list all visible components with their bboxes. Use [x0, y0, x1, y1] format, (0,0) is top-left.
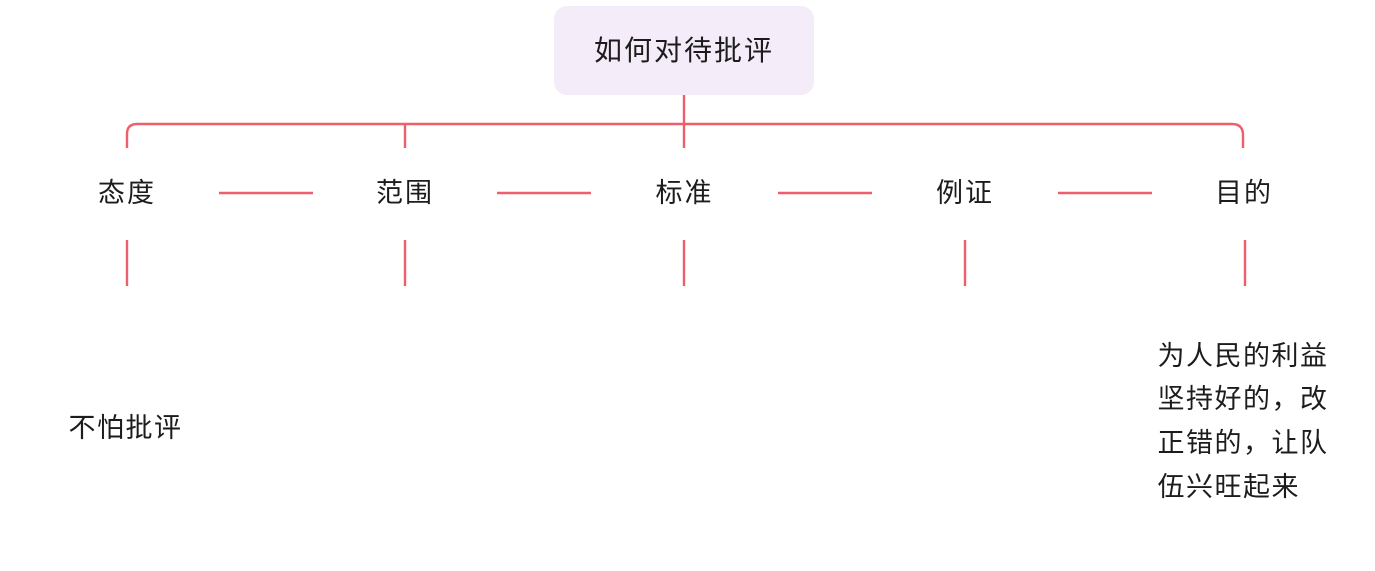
leaf-scope[interactable] [285, 286, 527, 558]
connector-bus [125, 122, 1245, 149]
node-purpose-label: 目的 [1215, 178, 1273, 210]
leaf-purpose-label: 为人民的利益 坚持好的，改 正错的，让队 伍兴旺起来 [1157, 340, 1329, 503]
leaf-attitude[interactable]: 不怕批评 [3, 286, 248, 558]
node-standard[interactable]: 标准 [591, 148, 778, 240]
node-root-label: 如何对待批评 [593, 34, 774, 67]
node-standard-label: 标准 [655, 178, 714, 210]
node-example-label: 例证 [936, 178, 994, 210]
leaf-purpose[interactable]: 为人民的利益 坚持好的，改 正错的，让队 伍兴旺起来 [1118, 286, 1368, 558]
leaf-standard[interactable] [563, 286, 806, 558]
node-attitude-label: 态度 [98, 178, 156, 210]
node-purpose[interactable]: 目的 [1152, 148, 1336, 240]
node-attitude[interactable]: 态度 [35, 148, 219, 240]
node-example[interactable]: 例证 [872, 148, 1058, 240]
node-scope[interactable]: 范围 [313, 148, 497, 240]
leaf-attitude-label: 不怕批评 [68, 413, 183, 445]
leaf-example[interactable] [842, 286, 1088, 558]
node-scope-label: 范围 [376, 178, 434, 210]
node-root[interactable]: 如何对待批评 [554, 6, 814, 95]
